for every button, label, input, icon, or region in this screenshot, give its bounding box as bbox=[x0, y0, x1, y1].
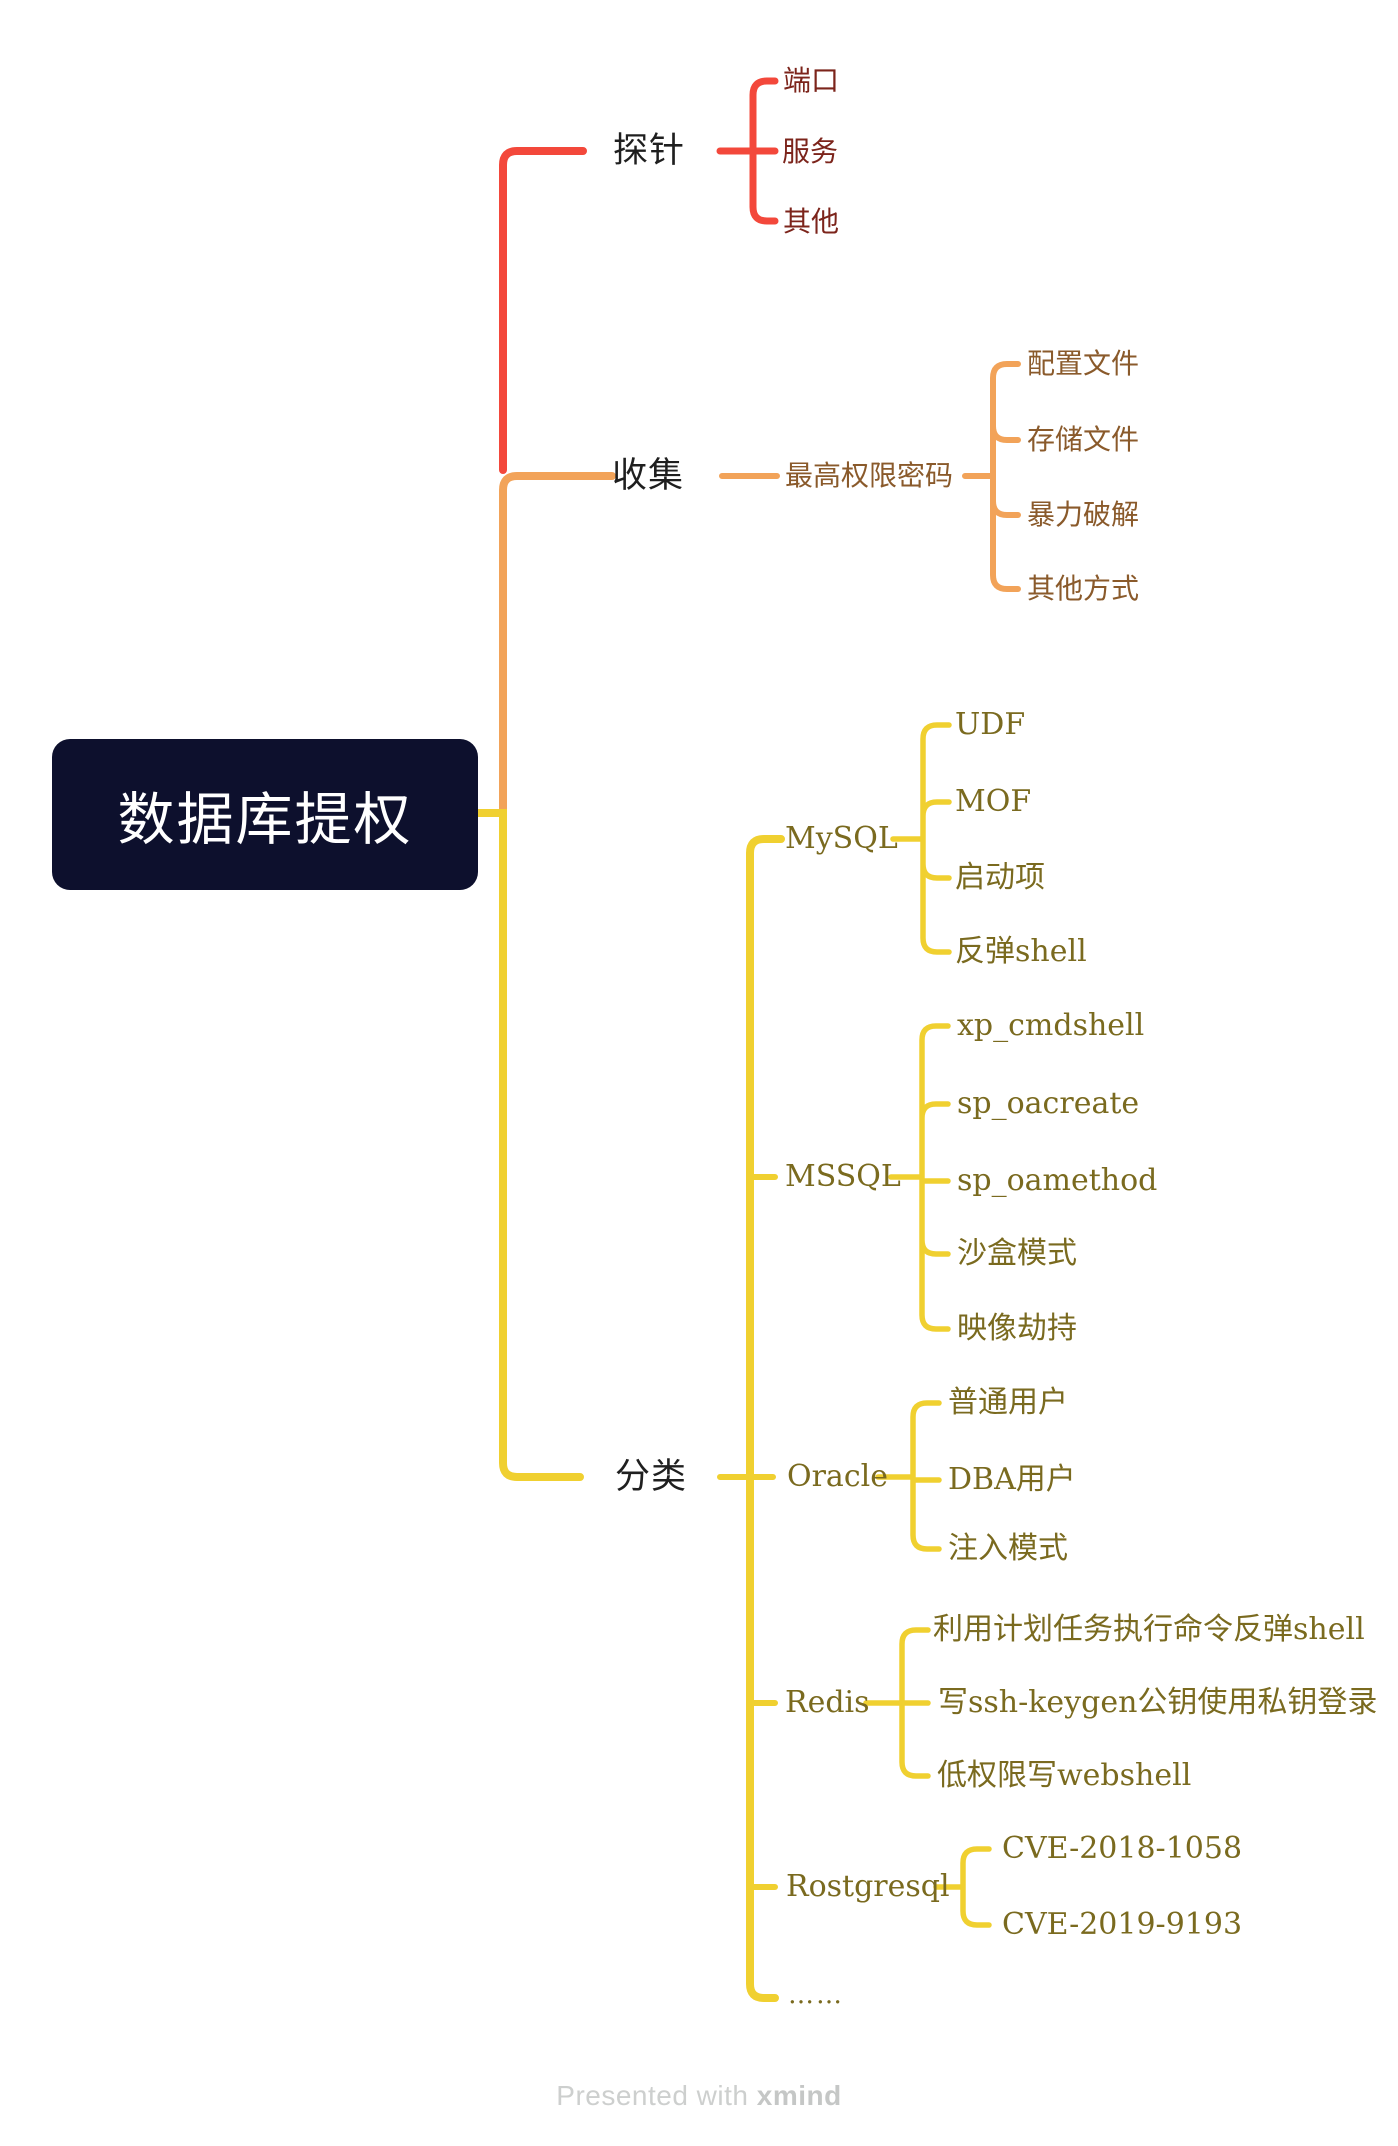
node-redis-ssh-key-login[interactable]: 写ssh-keygen公钥使用私钥登录 bbox=[938, 1684, 1378, 1720]
probe-branch-line bbox=[499, 147, 587, 474]
node-startup-item[interactable]: 启动项 bbox=[955, 859, 1045, 895]
node-mssql[interactable]: MSSQL bbox=[785, 1158, 901, 1194]
oracle-children-line bbox=[875, 1400, 942, 1552]
footer: Presented with xmind bbox=[0, 2080, 1398, 2112]
node-port[interactable]: 端口 bbox=[783, 64, 840, 96]
node-redis-cron-reverse-shell[interactable]: 利用计划任务执行命令反弹shell bbox=[933, 1611, 1365, 1647]
collect-children-line bbox=[719, 361, 1021, 592]
classify-branch-line bbox=[474, 809, 584, 1481]
node-redis[interactable]: Redis bbox=[785, 1684, 870, 1720]
node-dba-user[interactable]: DBA用户 bbox=[948, 1461, 1076, 1497]
node-sp-oacreate[interactable]: sp_oacreate bbox=[957, 1085, 1140, 1121]
node-sp-oamethod[interactable]: sp_oamethod bbox=[957, 1162, 1158, 1198]
mssql-children-line bbox=[888, 1023, 951, 1332]
root-label: 数据库提权 bbox=[117, 787, 413, 852]
node-oracle[interactable]: Oracle bbox=[787, 1458, 888, 1494]
node-storage-file[interactable]: 存储文件 bbox=[1027, 423, 1140, 455]
probe-children-line bbox=[716, 77, 779, 225]
node-ellipsis[interactable]: …… bbox=[788, 1980, 844, 2011]
node-redis-webshell[interactable]: 低权限写webshell bbox=[937, 1757, 1192, 1793]
node-service[interactable]: 服务 bbox=[782, 135, 839, 167]
node-image-hijack[interactable]: 映像劫持 bbox=[957, 1310, 1077, 1346]
node-xp-cmdshell[interactable]: xp_cmdshell bbox=[957, 1007, 1145, 1043]
node-cve-2019-9193[interactable]: CVE-2019-9193 bbox=[1002, 1906, 1243, 1942]
footer-brand: xmind bbox=[756, 2080, 842, 2111]
topic-probe[interactable]: 探针 bbox=[613, 130, 686, 170]
node-top-password[interactable]: 最高权限密码 bbox=[785, 459, 954, 491]
collect-branch-line bbox=[499, 472, 616, 817]
footer-text: Presented with bbox=[556, 2080, 757, 2111]
node-mof[interactable]: MOF bbox=[955, 783, 1032, 819]
node-injection-mode[interactable]: 注入模式 bbox=[948, 1530, 1068, 1566]
node-reverse-shell[interactable]: 反弹shell bbox=[955, 933, 1087, 969]
topic-collect[interactable]: 收集 bbox=[612, 455, 685, 495]
node-other-method[interactable]: 其他方式 bbox=[1027, 572, 1140, 604]
node-udf[interactable]: UDF bbox=[955, 706, 1026, 742]
rostgresql-children-line bbox=[933, 1846, 992, 1928]
node-sandbox-mode[interactable]: 沙盒模式 bbox=[957, 1235, 1077, 1271]
node-rostgresql[interactable]: Rostgresql bbox=[786, 1868, 950, 1904]
node-ordinary-user[interactable]: 普通用户 bbox=[948, 1384, 1068, 1420]
node-other[interactable]: 其他 bbox=[783, 205, 840, 237]
mysql-children-line bbox=[890, 722, 952, 955]
root-node[interactable]: 数据库提权 bbox=[52, 739, 478, 890]
topic-classify[interactable]: 分类 bbox=[615, 1456, 688, 1496]
node-config-file[interactable]: 配置文件 bbox=[1027, 347, 1140, 379]
node-mysql[interactable]: MySQL bbox=[785, 820, 898, 856]
node-brute-force[interactable]: 暴力破解 bbox=[1027, 498, 1140, 530]
node-cve-2018-1058[interactable]: CVE-2018-1058 bbox=[1002, 1830, 1243, 1866]
classify-trunk-line bbox=[746, 835, 785, 2002]
redis-children-line bbox=[863, 1627, 931, 1779]
classify-tees-line bbox=[717, 1174, 778, 1890]
